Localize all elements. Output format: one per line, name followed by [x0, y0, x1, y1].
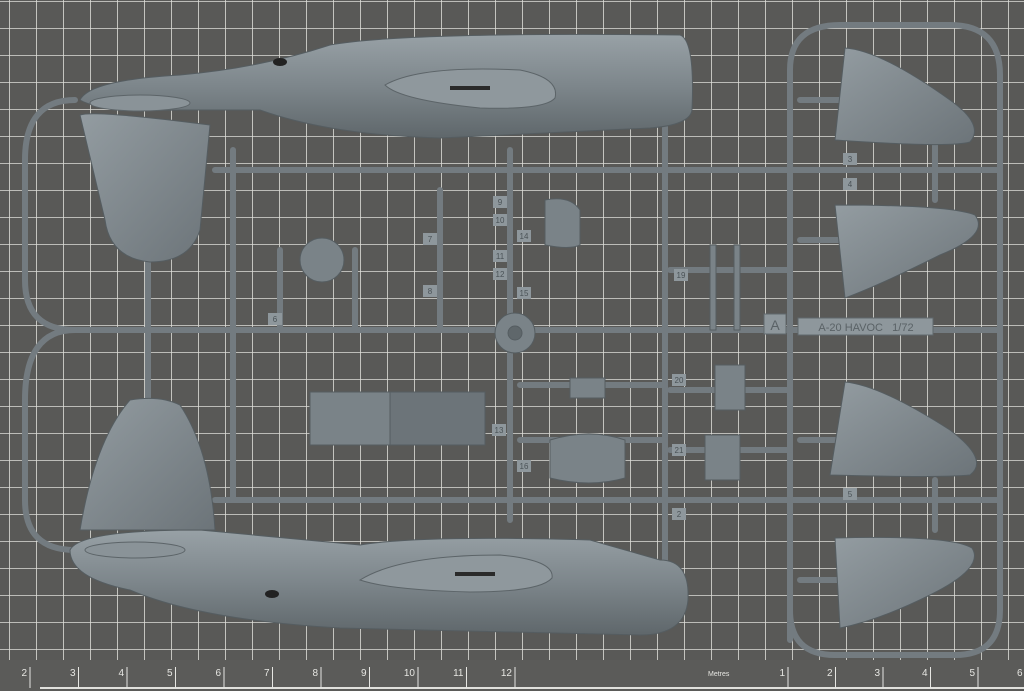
part-number: 2: [677, 510, 682, 519]
fuselage-half-lower: [69, 397, 689, 636]
ruler-number: 2: [21, 668, 27, 679]
part-number: 5: [848, 490, 853, 499]
part-number: 10: [496, 216, 505, 225]
ruler-number: 4: [922, 668, 928, 679]
ruler-number: 9: [361, 668, 367, 679]
ruler-number: 6: [215, 668, 221, 679]
tailplanes: [829, 47, 979, 629]
part-number: 12: [496, 270, 505, 279]
part-number: 7: [428, 235, 433, 244]
ruler-number: 7: [264, 668, 270, 679]
ruler-number: 5: [969, 668, 975, 679]
sprue-letter: A: [770, 317, 780, 333]
ruler-number: 3: [874, 668, 880, 679]
ruler-number: 1: [779, 668, 785, 679]
ruler-number: 2: [827, 668, 833, 679]
part-number: 16: [520, 462, 529, 471]
small-parts: [299, 198, 746, 484]
ruler-number: 6: [1017, 668, 1023, 679]
part-number: 14: [520, 232, 529, 241]
part-number: 20: [675, 376, 684, 385]
ruler-number: 5: [167, 668, 173, 679]
part-number: 8: [428, 287, 433, 296]
ruler-number: 10: [404, 668, 416, 679]
part-number: 11: [496, 252, 505, 261]
sprue-name-tag: [763, 313, 934, 336]
fuselage-half-upper: [79, 33, 693, 263]
ruler-number: 12: [501, 668, 513, 679]
part-number: 15: [520, 289, 529, 298]
metres-label: Metres: [708, 671, 730, 678]
ruler-number: 11: [453, 668, 464, 679]
ruler-number: 4: [118, 668, 124, 679]
ruler-number: 3: [70, 668, 76, 679]
part-number: 19: [677, 271, 686, 280]
ruler-number: 8: [312, 668, 318, 679]
part-number: 3: [848, 155, 853, 164]
part-number: 13: [495, 426, 504, 435]
part-number: 4: [848, 180, 853, 189]
kit-name-label: A-20 HAVOC 1/72: [818, 322, 913, 334]
part-number: 21: [675, 446, 684, 455]
part-number: 9: [498, 198, 503, 207]
ruler-strip: [0, 660, 1024, 691]
part-number: 6: [273, 315, 278, 324]
